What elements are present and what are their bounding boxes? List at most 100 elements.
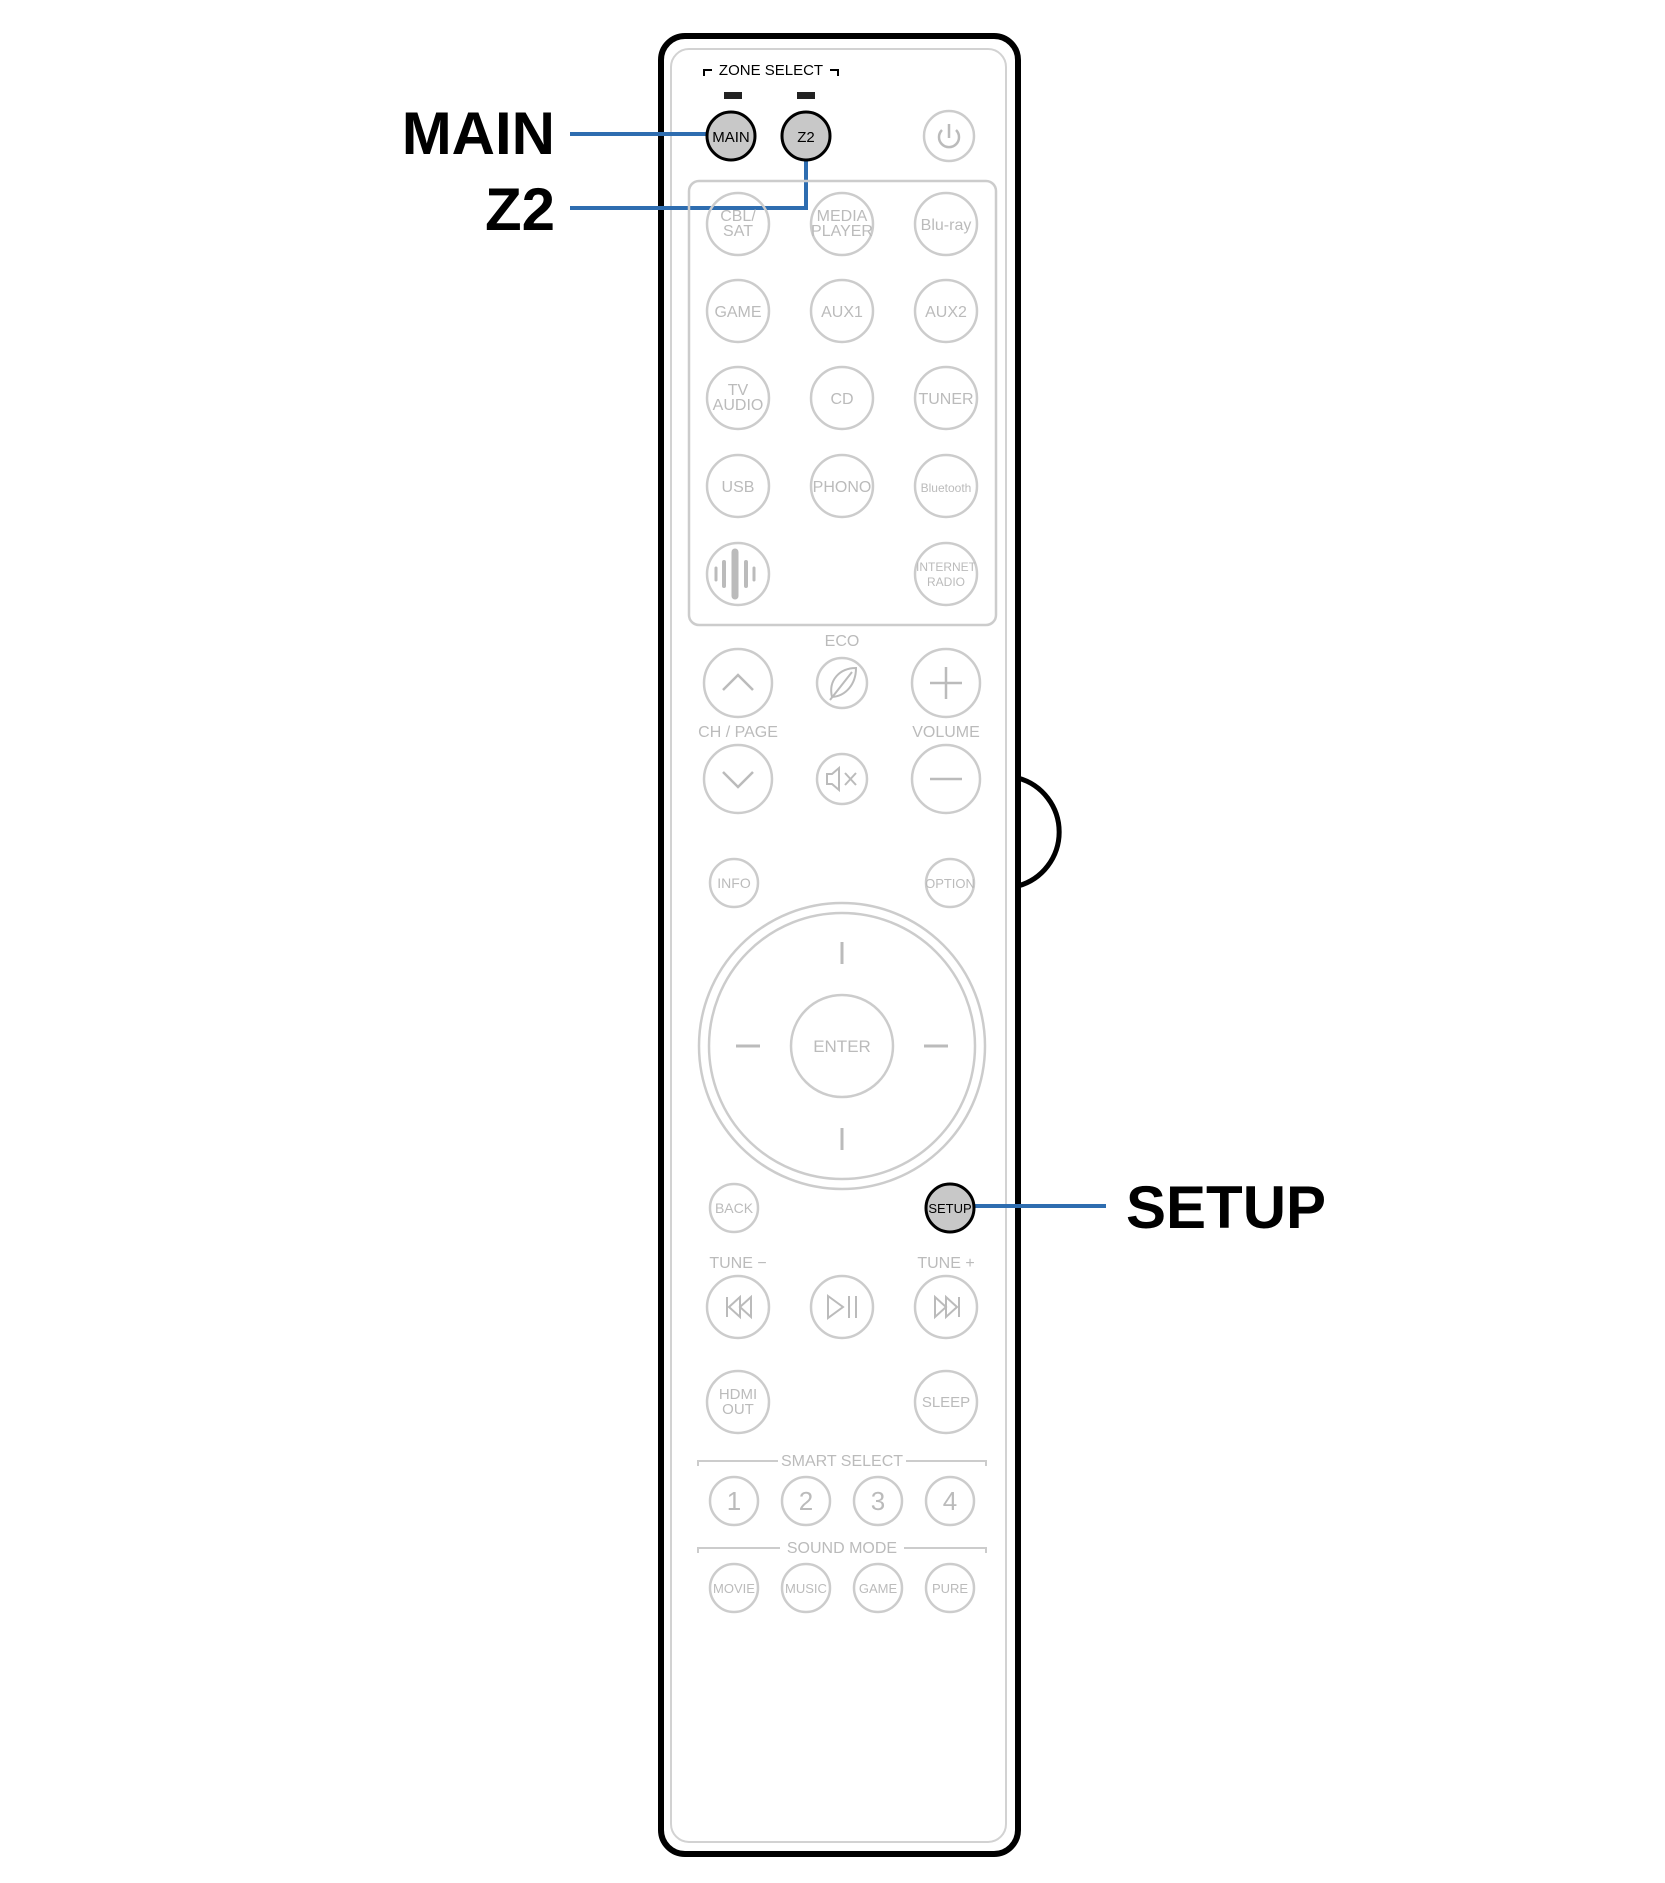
plus-icon bbox=[930, 667, 962, 699]
eco-button[interactable] bbox=[815, 656, 869, 710]
smart-select-button-3[interactable]: 3 bbox=[852, 1475, 904, 1527]
sound-mode-divider bbox=[697, 1547, 987, 1553]
smart-select-button-label: 4 bbox=[943, 1486, 957, 1516]
source-button-label: GAME bbox=[714, 304, 761, 321]
mute-icon bbox=[826, 765, 857, 793]
svg-text:SETUP: SETUP bbox=[928, 1201, 971, 1216]
volume-up-button[interactable] bbox=[910, 647, 982, 719]
source-button-label: RADIO bbox=[927, 575, 965, 589]
zone-select: ZONE SELECT bbox=[703, 62, 839, 99]
source-button-aux1[interactable]: AUX1 bbox=[809, 278, 875, 344]
source-button-label: TV bbox=[728, 382, 749, 399]
source-button-label: CD bbox=[830, 391, 853, 408]
ch-up-button[interactable] bbox=[702, 647, 774, 719]
directional-pad[interactable] bbox=[697, 901, 987, 1191]
source-button-game[interactable]: GAME bbox=[705, 278, 771, 344]
option-button[interactable]: OPTION bbox=[924, 857, 976, 909]
source-button-label: SAT bbox=[723, 223, 753, 240]
eco-label: ECO bbox=[825, 633, 860, 650]
source-button-label: AUDIO bbox=[713, 397, 764, 414]
source-button-label: MEDIA bbox=[817, 208, 868, 225]
source-button-label: Bluetooth bbox=[921, 481, 972, 495]
source-button-label: PHONO bbox=[813, 479, 872, 496]
callout-lines bbox=[570, 132, 1106, 1208]
smart-select-button-2[interactable]: 2 bbox=[780, 1475, 832, 1527]
sound-mode-button-label: PURE bbox=[932, 1581, 968, 1596]
sound-mode-label: SOUND MODE bbox=[787, 1540, 897, 1557]
smart-select-button-4[interactable]: 4 bbox=[924, 1475, 976, 1527]
sound-mode-buttons: MOVIE MUSIC GAME PURE bbox=[708, 1562, 976, 1614]
sound-mode-button-game[interactable]: GAME bbox=[852, 1562, 904, 1614]
zone-select-label: ZONE SELECT bbox=[719, 62, 823, 79]
smart-select-button-1[interactable]: 1 bbox=[708, 1475, 760, 1527]
sound-mode-button-label: MUSIC bbox=[785, 1581, 827, 1596]
zone-main-button[interactable]: MAIN bbox=[705, 110, 757, 162]
sound-mode-button-label: GAME bbox=[859, 1581, 898, 1596]
sound-mode-button-label: MOVIE bbox=[713, 1581, 755, 1596]
source-button-label: Blu-ray bbox=[921, 217, 972, 234]
chevron-up-icon bbox=[722, 673, 754, 691]
ch-down-button[interactable] bbox=[702, 743, 774, 815]
ch-page-label: CH / PAGE bbox=[698, 724, 778, 741]
source-panel bbox=[687, 179, 998, 627]
info-button[interactable]: INFO bbox=[708, 857, 760, 909]
source-button-blu-ray[interactable]: Blu-ray bbox=[913, 191, 979, 257]
source-button-usb[interactable]: USB bbox=[705, 453, 771, 519]
source-button-phono[interactable]: PHONO bbox=[809, 453, 875, 519]
mute-button[interactable] bbox=[815, 752, 869, 806]
svg-text:MAIN: MAIN bbox=[712, 129, 750, 146]
svg-text:OPTION: OPTION bbox=[925, 876, 975, 891]
source-button-label: USB bbox=[722, 479, 755, 496]
smart-select-button-label: 1 bbox=[727, 1486, 741, 1516]
sound-mode-button-pure[interactable]: PURE bbox=[924, 1562, 976, 1614]
source-button-cd[interactable]: CD bbox=[809, 365, 875, 431]
svg-text:SLEEP: SLEEP bbox=[922, 1394, 970, 1411]
tune-minus-label: TUNE − bbox=[709, 1255, 766, 1272]
source-button-cbl-sat[interactable]: CBL/SAT bbox=[705, 191, 771, 257]
zone-z2-button[interactable]: Z2 bbox=[780, 110, 832, 162]
sound-mode-button-movie[interactable]: MOVIE bbox=[708, 1562, 760, 1614]
next-button[interactable] bbox=[913, 1274, 979, 1340]
source-button-aux2[interactable]: AUX2 bbox=[913, 278, 979, 344]
volume-label: VOLUME bbox=[912, 724, 980, 741]
voice-icon bbox=[714, 548, 756, 600]
enter-button[interactable]: ENTER bbox=[789, 993, 895, 1099]
voice-button[interactable] bbox=[705, 541, 771, 607]
sound-mode-button-music[interactable]: MUSIC bbox=[780, 1562, 832, 1614]
volume-down-button[interactable] bbox=[910, 743, 982, 815]
svg-text:BACK: BACK bbox=[715, 1200, 754, 1216]
skip-forward-icon bbox=[934, 1294, 960, 1320]
chevron-down-icon bbox=[722, 771, 754, 789]
smart-select-buttons: 1 2 3 4 bbox=[708, 1475, 976, 1527]
smart-select-button-label: 3 bbox=[871, 1486, 885, 1516]
svg-text:INFO: INFO bbox=[717, 875, 751, 891]
previous-button[interactable] bbox=[705, 1274, 771, 1340]
source-button-label: AUX1 bbox=[821, 304, 863, 321]
setup-button[interactable]: SETUP bbox=[924, 1182, 976, 1234]
smart-select-divider bbox=[697, 1460, 987, 1466]
source-button-label: INTERNET bbox=[916, 560, 977, 574]
hdmi-out-button[interactable]: HDMI OUT bbox=[705, 1369, 771, 1435]
svg-text:ENTER: ENTER bbox=[813, 1037, 871, 1056]
power-icon bbox=[937, 124, 961, 149]
svg-text:Z2: Z2 bbox=[797, 129, 815, 146]
skip-back-icon bbox=[726, 1294, 752, 1320]
source-button-label: PLAYER bbox=[811, 223, 873, 240]
svg-text:OUT: OUT bbox=[722, 1401, 754, 1418]
power-button[interactable] bbox=[922, 109, 976, 163]
sleep-button[interactable]: SLEEP bbox=[913, 1369, 979, 1435]
source-button-tuner[interactable]: TUNER bbox=[913, 365, 979, 431]
source-button-bluetooth[interactable]: Bluetooth bbox=[913, 453, 979, 519]
play-pause-button[interactable] bbox=[809, 1274, 875, 1340]
callout-main-label: MAIN bbox=[402, 100, 555, 167]
svg-text:HDMI: HDMI bbox=[719, 1386, 757, 1403]
back-button[interactable]: BACK bbox=[708, 1182, 760, 1234]
leaf-icon bbox=[829, 666, 858, 701]
smart-select-label: SMART SELECT bbox=[781, 1453, 903, 1470]
play-pause-icon bbox=[827, 1294, 857, 1320]
